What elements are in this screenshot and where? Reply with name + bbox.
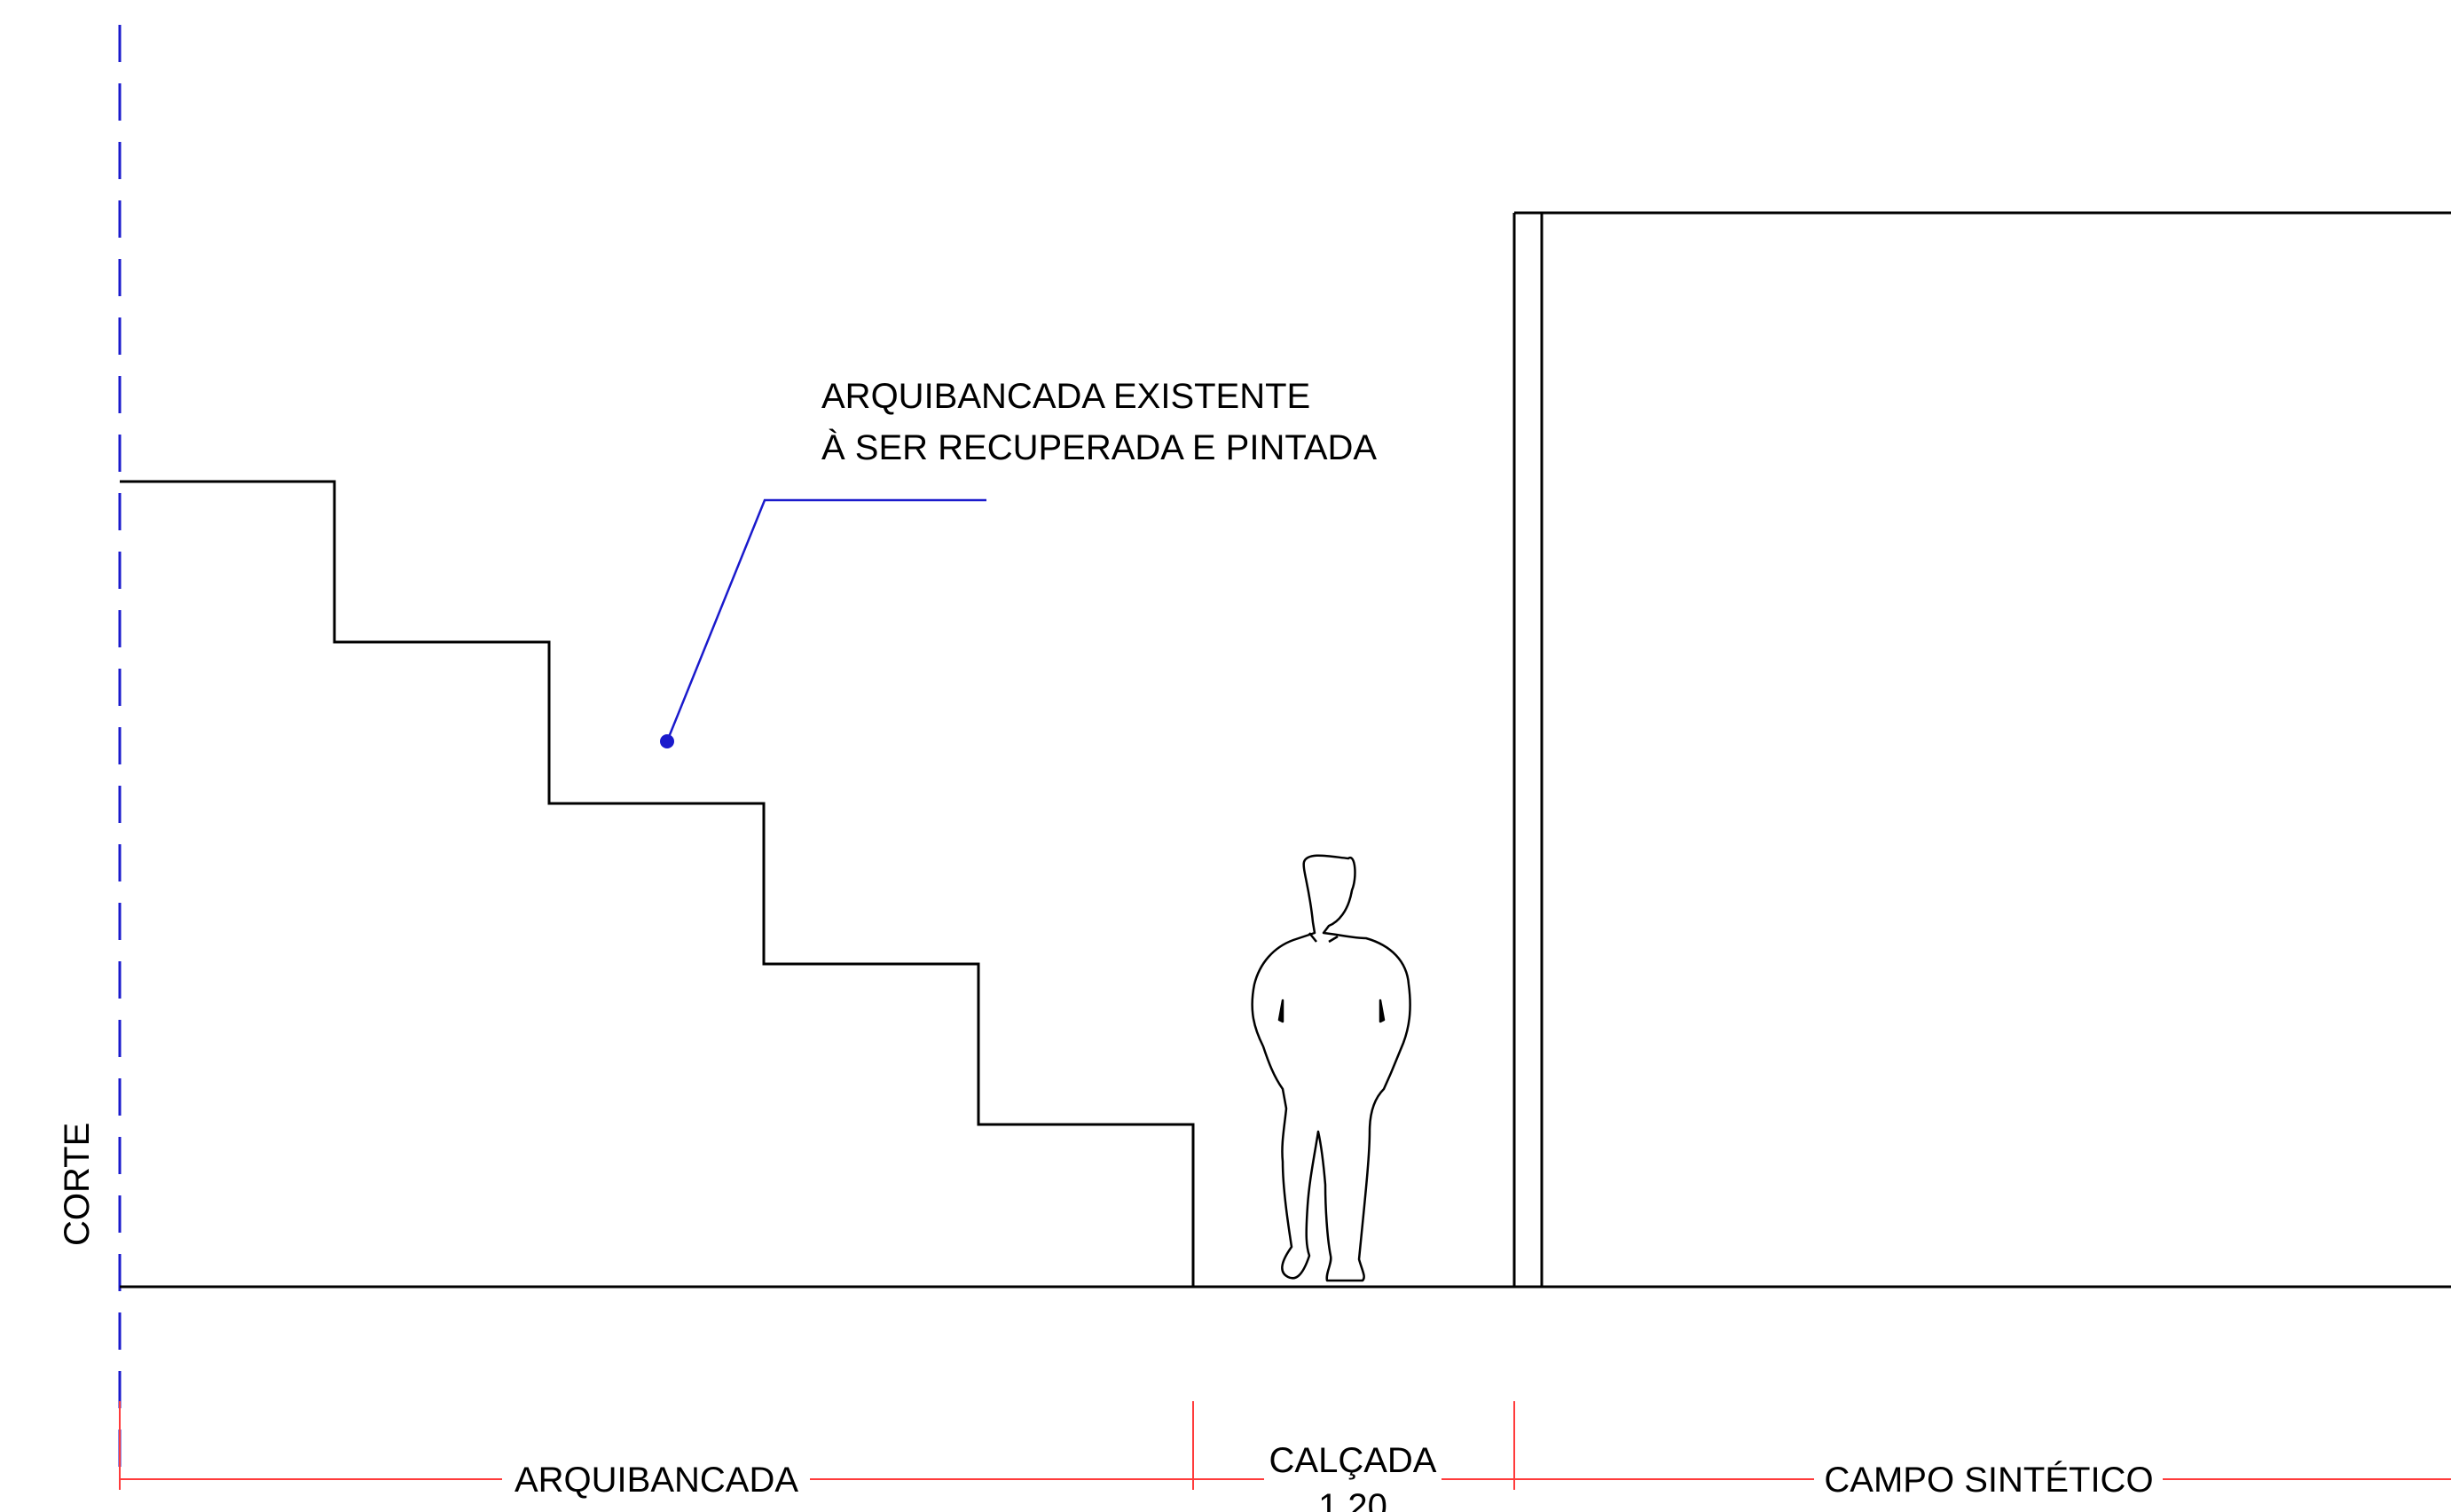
section-label: CORTE — [58, 1123, 97, 1246]
annotation-leader — [660, 498, 986, 748]
leader-dot — [660, 734, 674, 748]
dimension-value-calcada: 1.20 — [1318, 1487, 1387, 1512]
human-figure-icon — [1251, 854, 1411, 1282]
annotation-line-1: ARQUIBANCADA EXISTENTE — [821, 377, 1310, 416]
annotation-line-2: À SER RECUPERADA E PINTADA — [821, 427, 1377, 467]
field-wall — [1512, 211, 2451, 1287]
dimension-extension-lines — [119, 1401, 1515, 1490]
dimension-label-calcada: CALÇADA — [1269, 1441, 1437, 1480]
dimension-label-campo: CAMPO SINTÉTICO — [1824, 1460, 2153, 1500]
bleachers-profile — [120, 480, 1195, 1287]
dimension-label-arquibancada: ARQUIBANCADA — [515, 1461, 798, 1500]
